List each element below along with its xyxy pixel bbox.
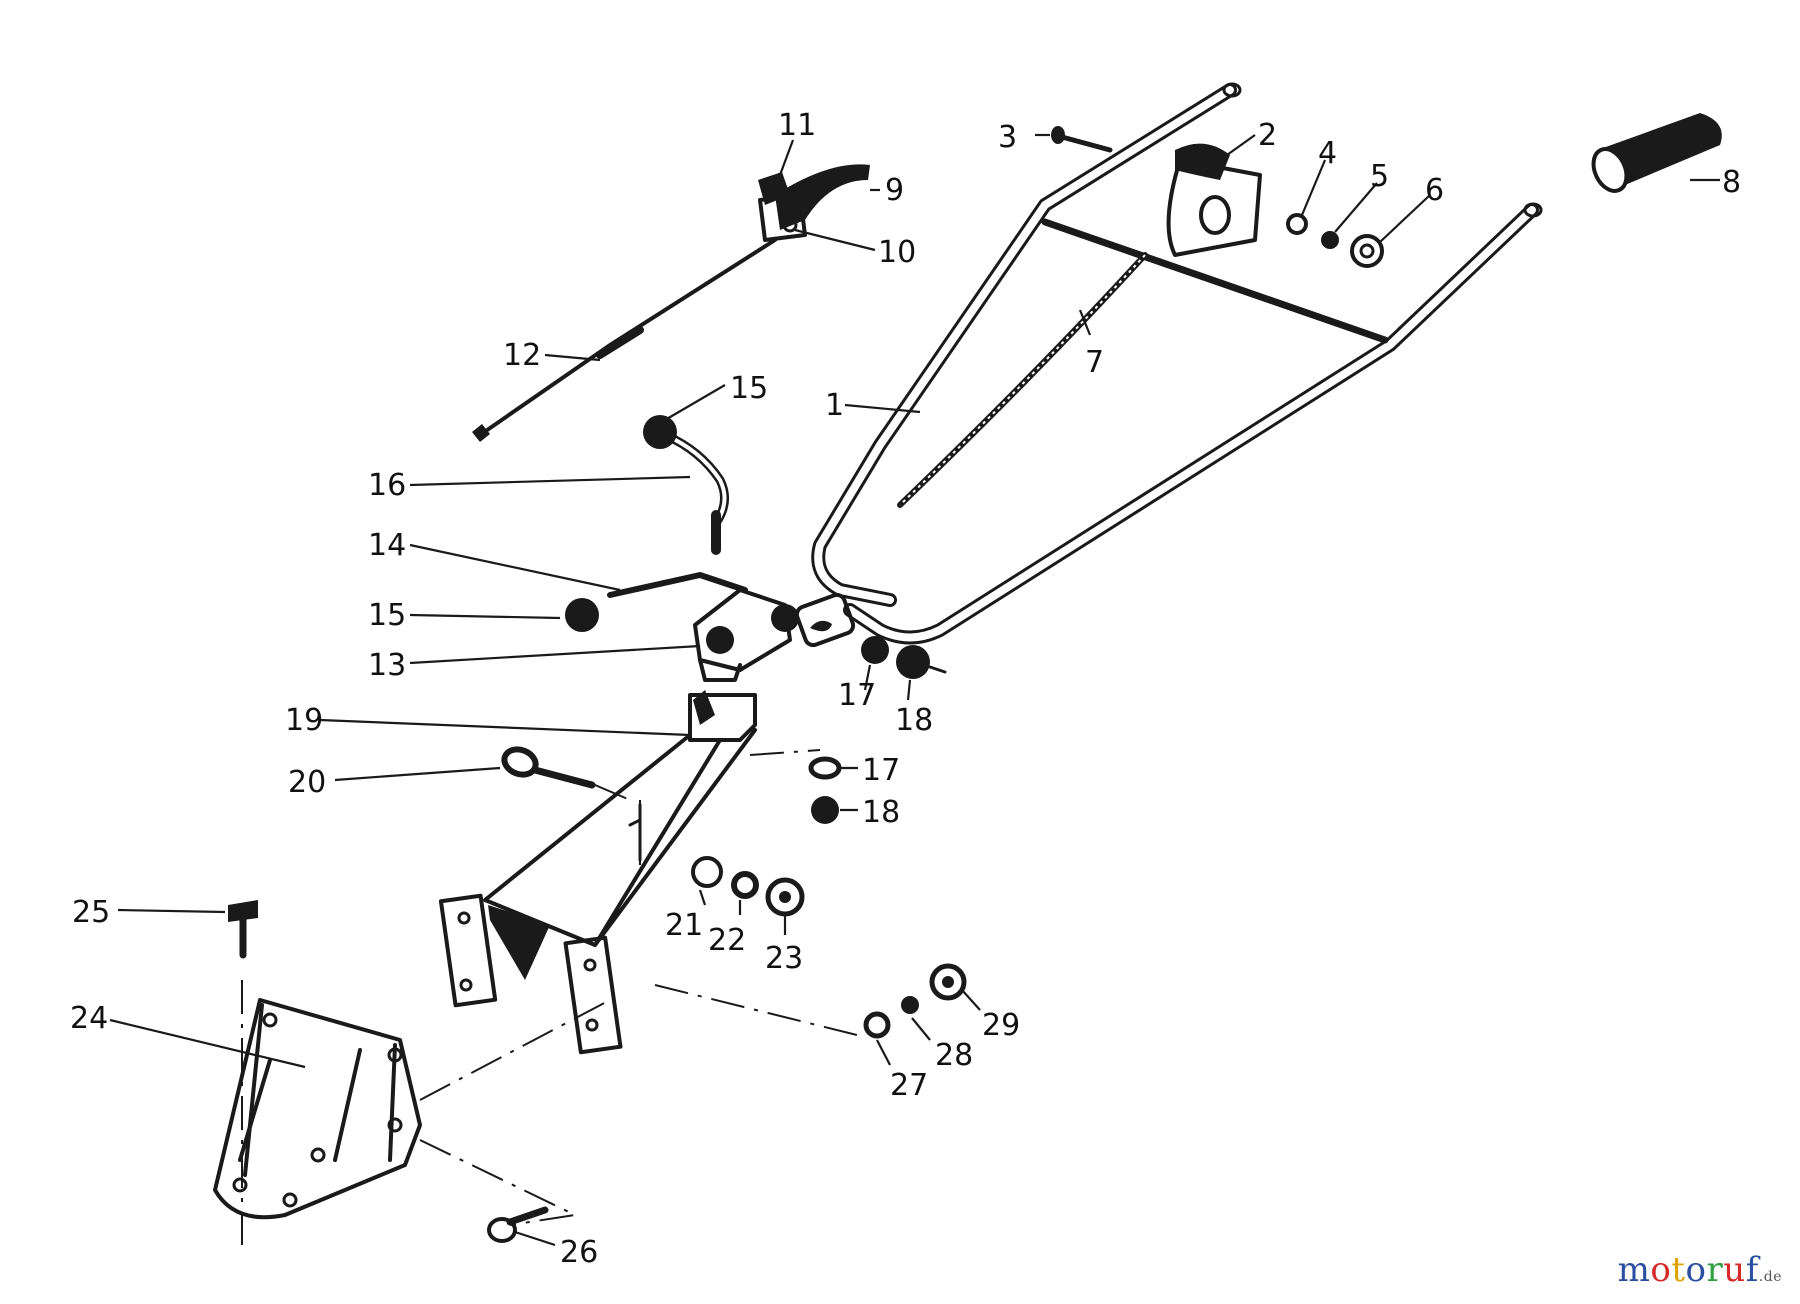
leader-2: [1219, 134, 1256, 161]
callout-15b: 15: [368, 598, 406, 633]
leader-15b: [409, 613, 561, 620]
leader-11: [778, 139, 795, 176]
watermark-letter: o: [1650, 1250, 1672, 1290]
washer-5: [1321, 231, 1339, 249]
washer-28: [901, 996, 919, 1014]
callout-17a: 17: [838, 678, 876, 713]
callout-4: 4: [1318, 136, 1337, 171]
support-column: [438, 690, 757, 1055]
washer-4: [1286, 213, 1308, 235]
site-watermark: motoruf.de: [1618, 1250, 1782, 1290]
leader-lines: [109, 133, 1720, 1247]
leader-14: [409, 543, 621, 592]
leader-5: [1334, 182, 1378, 233]
nut-29: [929, 963, 967, 1001]
callout-21: 21: [665, 908, 703, 943]
callout-15a: 15: [730, 371, 768, 406]
watermark-letter: t: [1671, 1250, 1686, 1290]
shift-rod: [565, 572, 748, 632]
base-plate: [213, 980, 422, 1245]
watermark-suffix: .de: [1758, 1269, 1782, 1285]
washer-27: [863, 1011, 891, 1039]
leader-7: [1078, 309, 1092, 336]
gear-crank: [643, 415, 729, 555]
leader-19: [319, 718, 691, 737]
bolt-26: [487, 1206, 549, 1243]
upper-bracket: [1166, 143, 1262, 257]
washer-21: [691, 856, 723, 888]
handlebar-frame: [794, 82, 1543, 648]
washer-17-lower: [808, 756, 842, 780]
leader-1: [844, 403, 921, 414]
handle-grip: [1591, 113, 1722, 193]
leader-26: [514, 1230, 556, 1247]
leader-15a: [664, 384, 726, 421]
leader-24: [109, 1018, 306, 1069]
callout-17b: 17: [862, 753, 900, 788]
callout-22: 22: [708, 923, 746, 958]
watermark-letter: f: [1745, 1250, 1759, 1290]
callout-7: 7: [1085, 345, 1104, 380]
callout-11: 11: [778, 108, 816, 143]
leader-27: [876, 1039, 891, 1066]
pivot-block: [693, 588, 799, 682]
callout-6: 6: [1425, 173, 1444, 208]
part-callouts: 1 2 3 4 5 6 7 8 9 10 11 12 13 14 15 15 1…: [70, 108, 1741, 1270]
callout-13: 13: [368, 648, 406, 683]
leader-29: [961, 989, 981, 1011]
callout-8: 8: [1722, 165, 1741, 200]
nut-18-lower: [811, 796, 839, 824]
callout-23: 23: [765, 941, 803, 976]
watermark-letter: u: [1723, 1250, 1746, 1290]
callout-12: 12: [503, 338, 541, 373]
callout-18a: 18: [895, 703, 933, 738]
eye-bolt: [501, 746, 631, 801]
leader-18a: [906, 679, 912, 701]
callout-14: 14: [368, 528, 406, 563]
nut-18-upper: [896, 645, 947, 679]
callout-19: 19: [285, 703, 323, 738]
leader-16: [409, 475, 691, 487]
callout-18b: 18: [862, 795, 900, 830]
leader-13: [409, 644, 701, 665]
callout-3: 3: [998, 120, 1017, 155]
leader-12: [544, 353, 601, 362]
bolt-25: [228, 900, 258, 959]
leader-21: [698, 889, 707, 906]
leader-17a: [863, 664, 872, 691]
leader-28: [911, 1017, 931, 1041]
washer-17-upper: [861, 636, 889, 664]
callout-5: 5: [1370, 159, 1389, 194]
bolt-3: [1051, 126, 1113, 153]
leader-6: [1379, 194, 1431, 243]
watermark-letter: o: [1685, 1250, 1707, 1290]
nut-6: [1350, 234, 1384, 268]
leader-20: [334, 766, 501, 782]
callout-9: 9: [885, 173, 904, 208]
callout-20: 20: [288, 765, 326, 800]
callout-2: 2: [1258, 118, 1277, 153]
callout-26: 26: [560, 1235, 598, 1270]
washer-22: [731, 871, 759, 899]
parts-drawing: [213, 82, 1722, 1245]
nut-23: [765, 877, 805, 917]
callout-27: 27: [890, 1068, 928, 1103]
leader-4: [1300, 159, 1327, 216]
watermark-letter: m: [1617, 1250, 1651, 1290]
control-cable: [472, 238, 777, 442]
callout-24: 24: [70, 1001, 108, 1036]
throttle-cable: [897, 252, 1148, 508]
callout-10: 10: [878, 235, 916, 270]
callout-1: 1: [825, 388, 844, 423]
leader-25: [117, 908, 226, 914]
watermark-letter: r: [1706, 1250, 1724, 1290]
control-lever: [758, 164, 870, 242]
callout-28: 28: [935, 1038, 973, 1073]
callout-25: 25: [72, 895, 110, 930]
callout-29: 29: [982, 1008, 1020, 1043]
callout-16: 16: [368, 468, 406, 503]
leader-10: [794, 228, 876, 252]
